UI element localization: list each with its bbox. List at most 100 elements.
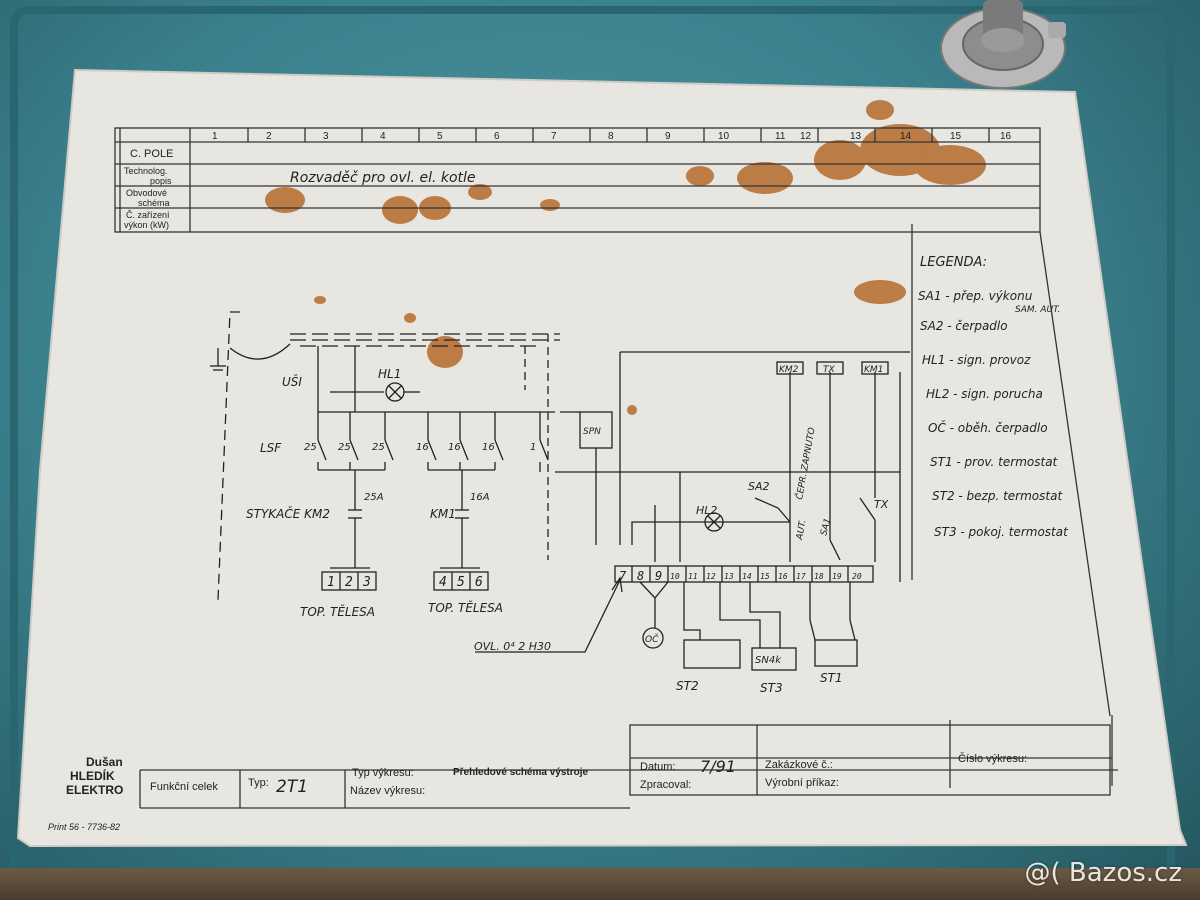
zarizeni-label-2: výkon (kW) [124, 220, 169, 230]
c-pole-label: C. POLE [130, 148, 173, 160]
heater-terminal-1: 1 [327, 575, 335, 590]
datum-label: Datum: [640, 761, 675, 773]
label-spn: SPN [583, 427, 601, 437]
terminal-19: 19 [832, 572, 842, 581]
company-name-line2: HLEDÍK [70, 768, 115, 783]
label-km1: KM1 [430, 507, 456, 521]
legend-frame [911, 224, 1111, 717]
terminal-20: 20 [852, 572, 862, 581]
company-name-line1: Dušan [86, 755, 123, 769]
terminal-11: 11 [688, 572, 698, 581]
legend-title: LEGENDA: [920, 255, 987, 270]
col-num-15: 15 [950, 131, 962, 142]
handwritten-title: Rozvaděč pro ovl. el. kotle [290, 170, 476, 186]
terminal-7: 7 [619, 569, 627, 583]
typ-vykresu-label: Typ výkresu: [352, 767, 414, 779]
terminal-10: 10 [670, 572, 680, 581]
col-num-12: 12 [800, 131, 812, 142]
lsf-rating-3: 25 [372, 442, 385, 453]
technolog-label-1: Technolog. [124, 166, 168, 176]
lsf-rating-6: 16 [482, 442, 495, 453]
schematic-wiring [210, 311, 910, 671]
heater-terminal-3: 3 [362, 575, 371, 590]
heater-terminal-5: 5 [457, 575, 465, 590]
label-sa2: SA2 [748, 480, 770, 493]
label-top-telesa-2: TOP. TĚLESA [428, 600, 503, 615]
label-hl1: HL1 [378, 367, 401, 381]
lsf-rating-1: 25 [304, 442, 317, 453]
terminal-15: 15 [760, 572, 770, 581]
vyrobni-prikaz-label: Výrobní příkaz: [765, 777, 839, 789]
label-oc: OČ [645, 633, 659, 645]
bolt-hardware [940, 0, 1066, 89]
funkcni-celek-label: Funkční celek [150, 781, 218, 793]
zakazkove-label: Zakázkové č.: [765, 759, 833, 771]
zarizeni-label-1: Č. zařízení [126, 210, 170, 220]
label-km1-rating: 16A [470, 492, 490, 503]
datum-value: 7/91 [700, 757, 736, 776]
label-st2: ST2 [676, 679, 699, 693]
col-num-1: 1 [212, 131, 218, 142]
bazos-watermark: @( Bazos.cz [1024, 858, 1183, 888]
legend-item-sa2: SA2 - čerpadlo [920, 319, 1008, 333]
terminal-17: 17 [796, 572, 806, 581]
legend-item-st2: ST2 - bezp. termostat [932, 489, 1063, 503]
terminal-16: 16 [778, 572, 788, 581]
col-num-10: 10 [718, 131, 730, 142]
legend-sam-aut: SAM. AUT. [1015, 305, 1060, 315]
lsf-rating-5: 16 [448, 442, 461, 453]
heater-terminal-2: 2 [345, 575, 353, 590]
terminal-14: 14 [742, 572, 752, 581]
nazev-vykresu-label: Název výkresu: [350, 785, 425, 797]
terminal-12: 12 [706, 572, 716, 581]
header-table [114, 127, 1041, 233]
legend-item-st3: ST3 - pokoj. termostat [934, 525, 1069, 539]
title-block-frame [139, 715, 1118, 809]
label-st3: ST3 [760, 681, 783, 695]
terminal-13: 13 [724, 572, 734, 581]
col-num-11: 11 [775, 131, 786, 142]
legend-item-hl2: HL2 - sign. porucha [926, 387, 1043, 401]
typ-label: Typ: [248, 777, 269, 789]
label-sa1: SA1 [819, 517, 833, 537]
legend-item-st1: ST1 - prov. termostat [930, 455, 1059, 469]
label-tx-contact: TX [874, 498, 889, 511]
legend-item-hl1: HL1 - sign. provoz [922, 353, 1031, 367]
label-st3-box: SN4k [755, 655, 782, 666]
heater-terminal-4: 4 [439, 575, 447, 590]
typ-value: 2T1 [276, 777, 308, 797]
col-num-16: 16 [1000, 131, 1012, 142]
legend-item-sa1: SA1 - přep. výkonu [918, 289, 1033, 303]
terminal-18: 18 [814, 572, 824, 581]
col-num-3: 3 [323, 131, 329, 142]
col-num-8: 8 [608, 131, 614, 142]
col-num-2: 2 [266, 131, 272, 142]
company-name-line3: ELEKTRO [66, 783, 123, 797]
label-aut: AUT. [795, 519, 809, 541]
label-lsf: LSF [260, 441, 282, 455]
terminal-8: 8 [637, 569, 644, 583]
col-num-13: 13 [850, 131, 862, 142]
col-num-7: 7 [551, 131, 557, 142]
floor-background [0, 868, 1200, 900]
col-num-9: 9 [665, 131, 671, 142]
coil-tx-label: TX [823, 365, 835, 375]
label-top-telesa-1: TOP. TĚLESA [300, 604, 375, 619]
col-num-5: 5 [437, 131, 443, 142]
heater-terminal-6: 6 [475, 575, 483, 590]
label-hl2: HL2 [696, 504, 717, 517]
obvodove-label-2: schéma [138, 198, 170, 208]
coil-km1-label: KM1 [864, 365, 883, 375]
legend-item-oc: OČ - oběh. čerpadlo [928, 420, 1048, 435]
label-usi: UŠI [282, 374, 302, 389]
lsf-rating-2: 25 [338, 442, 351, 453]
cislo-vykresu-label: Číslo výkresu: [958, 752, 1027, 765]
print-code: Print 56 - 7736-82 [48, 822, 120, 832]
lsf-rating-7: 1 [530, 442, 536, 453]
label-stykace: STYKAČE KM2 [246, 506, 330, 521]
typ-vykresu-value: Přehledové schéma výstroje [453, 767, 589, 778]
technolog-label-2: popis [150, 176, 172, 186]
col-num-14: 14 [900, 131, 912, 142]
obvodove-label-1: Obvodové [126, 188, 167, 198]
